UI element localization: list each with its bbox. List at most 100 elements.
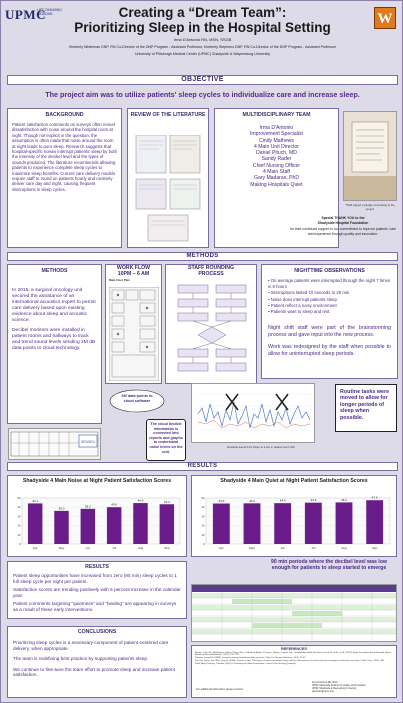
bar	[159, 504, 175, 544]
team-members: Irma D'Antonio Improvement Specialist Ci…	[250, 125, 303, 188]
data-label: 40.0	[111, 503, 117, 507]
bar	[80, 508, 96, 544]
authors: Irma D'Antonio RN, MSN, SSGB Kimberly Wh…	[9, 37, 396, 57]
references-section: REFERENCES Buxton, Orfeu M.; Ellenbogen,…	[191, 645, 397, 698]
results-section: RESULTS Patient sleep opportunities have…	[7, 561, 187, 619]
y-tick-label: 50	[17, 496, 21, 500]
sensor-brand-label: SENSEU	[81, 440, 95, 444]
list-item: Satisfaction scores are trending positiv…	[13, 587, 181, 598]
team-section: MULTIDISCIPLINARY TEAM Irma D'Antonio Im…	[214, 108, 339, 248]
list-item: Patients want to sleep and rest	[268, 309, 392, 315]
upmc-logo-subtitle: LIFE CHANGING MEDICINE	[37, 8, 62, 16]
noise-chart: 0102030405044.1Apr36.0May38.2Jun40.0Jul4…	[17, 496, 181, 550]
quiet-chart: 0102030405044.0Apr44.2May44.4Jun44.9Jul4…	[201, 496, 391, 550]
cloud-callout: 2M data points to cloud software	[109, 389, 165, 413]
contact-label: For additional information please contac…	[196, 688, 244, 691]
y-tick-label: 0	[19, 542, 21, 546]
bar	[133, 503, 148, 544]
list-item: Xie, Hui; Kang, Jian; Mills, Gary H. (20…	[195, 659, 385, 662]
bar	[54, 510, 69, 544]
background-text: Patient satisfaction comments on surveys…	[12, 122, 117, 192]
literature-section: REVIEW OF THE LITERATURE	[127, 108, 209, 248]
data-label: 47.6	[372, 496, 378, 500]
bar	[27, 503, 43, 544]
floor-plan-diagram	[109, 287, 159, 381]
x-tick-label: May	[59, 546, 65, 550]
data-label: 44.0	[218, 499, 224, 503]
routine-callout: Routine tasks were moved to allow for lo…	[335, 384, 397, 432]
observations-section: NIGHTTIME OBSERVATIONS On average patien…	[261, 264, 398, 379]
plot-area	[205, 497, 391, 545]
sleep-report-screenshot	[191, 584, 397, 642]
data-label: 45.2	[341, 498, 347, 502]
list-item: Patient comments targeting "quietness" a…	[13, 601, 177, 612]
results-band: RESULTS	[7, 462, 398, 471]
observations-text: Night shift staff were part of the brain…	[268, 325, 391, 357]
x-tick-label: Jun	[85, 546, 90, 550]
objective-band: OBJECTIVE	[7, 75, 398, 85]
pledge-photo	[343, 111, 397, 201]
y-tick-label: 20	[17, 524, 21, 528]
thanks-note: Special THANK YOU to the Shadyside Hospi…	[290, 216, 396, 236]
noise-chart-panel: Shadyside 4 Main Noise at Night Patient …	[7, 475, 187, 557]
bar	[304, 502, 322, 544]
bar	[106, 507, 122, 544]
x-tick-label: Jul	[311, 546, 315, 550]
list-item: Patient sleep opportunities have increas…	[13, 573, 177, 584]
list-item: Prioritizing sleep cycles is a necessary…	[13, 640, 169, 651]
methods-text: In 2015, a surgical oncology unit secure…	[12, 288, 96, 351]
y-tick-label: 10	[201, 533, 205, 537]
data-label: 44.9	[310, 498, 316, 502]
literature-cover-images	[135, 135, 201, 242]
unit-floorplan-image: SENSEU	[8, 428, 101, 460]
bar	[274, 503, 292, 544]
x-tick-label: Jul	[112, 546, 116, 550]
converted-callout: The cloud decibel information is convert…	[146, 419, 186, 461]
conclusions-text: Prioritizing sleep cycles is a necessary…	[8, 635, 186, 678]
noise-chart-title: Shadyside 4 Main Noise at Night Patient …	[22, 478, 172, 484]
data-label: 36.0	[59, 506, 65, 510]
author-coauthors: Kimberly Whiteman DNP, RN Co-Director of…	[69, 44, 336, 49]
decibel-graph	[191, 383, 315, 443]
poster-title: Creating a “Dream Team”: Prioritizing Sl…	[74, 5, 331, 35]
data-label: 44.1	[32, 499, 38, 503]
waynesburg-logo: W	[374, 7, 396, 29]
list-item: Noise does interrupt patients sleep	[268, 297, 392, 303]
y-tick-label: 40	[201, 505, 205, 509]
bar	[212, 503, 230, 544]
list-item: The team is redefining best practice by …	[13, 656, 149, 662]
bar	[366, 500, 384, 544]
methods-section: METHODS In 2015, a surgical oncology uni…	[7, 264, 102, 424]
list-item: Interruptions lasted 10 seconds to 20 mi…	[268, 290, 392, 296]
list-item: On average patients were interrupted thr…	[268, 278, 392, 290]
list-item: Flaherty, Joseph H. (2008). Insomnia amo…	[195, 657, 307, 660]
data-label: 43.2	[164, 500, 170, 504]
data-label: 38.2	[85, 504, 91, 508]
unit-floorplan-drawing: SENSEU	[10, 431, 99, 457]
x-tick-label: Apr	[33, 546, 38, 550]
methods-band: METHODS	[7, 252, 398, 261]
references-list: Buxton, Orfeu M.; Ellenbogen, Jeffrey; W…	[192, 652, 396, 666]
cloud-icon	[109, 389, 165, 413]
x-tick-label: Aug	[138, 546, 144, 550]
x-tick-label: Apr	[219, 546, 224, 550]
decibel-caption: Decibels levels from 10pm to 6 am in pat…	[227, 445, 295, 449]
x-tick-label: Aug	[341, 546, 347, 550]
sleep-report-table	[192, 585, 396, 641]
workflow-section: WORK FLOW 10PM – 6 AM Main Floor Plan	[105, 264, 162, 384]
conclusions-section: CONCLUSIONS Prioritizing sleep cycles is…	[7, 626, 187, 698]
plot-area	[21, 497, 181, 545]
pledge-caption: *Staff signed a pledge committing to the…	[345, 203, 395, 211]
y-tick-label: 50	[201, 496, 205, 500]
x-tick-label: May	[249, 546, 255, 550]
sleep-periods-callout: 90 min periods where the decibel level w…	[271, 559, 387, 572]
x-tick-label: Jun	[280, 546, 285, 550]
x-tick-label: Sep	[164, 546, 170, 550]
list-item: Buxton, Orfeu M.; Ellenbogen, Jeffrey; W…	[195, 651, 393, 657]
data-label: 44.2	[249, 499, 255, 503]
pledge-photo-image	[344, 121, 396, 200]
results-text: Patient sleep opportunities have increas…	[8, 570, 186, 613]
y-tick-label: 30	[201, 514, 205, 518]
list-item: Patient reflect a noisy environment	[268, 303, 392, 309]
